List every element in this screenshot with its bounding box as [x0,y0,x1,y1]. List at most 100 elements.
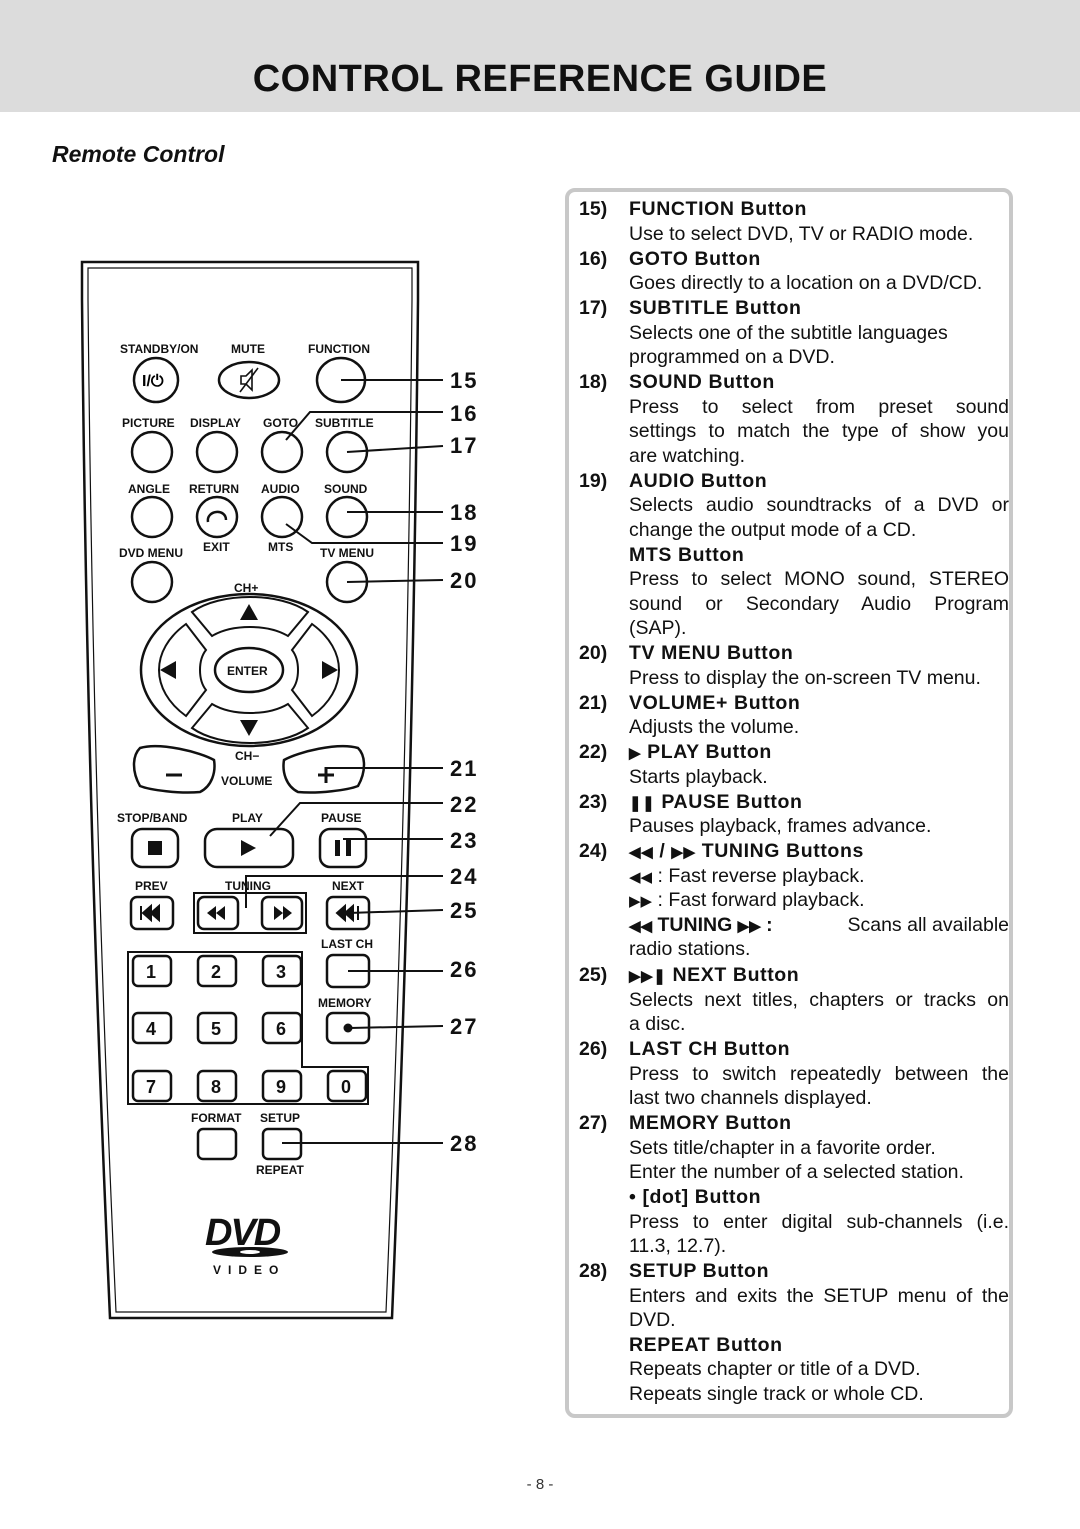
mts-text-2: sound or Secondary Audio Program [629,593,1009,615]
callout-19: 19 [450,531,478,556]
repeat-heading: REPEAT Button [629,1334,783,1356]
display-label: DISPLAY [190,416,241,430]
audio-button [260,495,304,539]
rewind-icon [207,906,225,920]
entry-15-heading: FUNCTION Button [629,198,807,220]
stop-band-label: STOP/BAND [117,811,188,825]
setup-label: SETUP [260,1111,300,1125]
angle-button [130,495,174,539]
enter-button [213,646,285,694]
digit-6-button [261,1011,303,1045]
tuning-label: TUNING [225,879,271,893]
sound-button [325,495,369,539]
standby-button [132,356,180,404]
entry-27-text-1: Sets title/chapter in a favorite order. [629,1137,936,1159]
entry-21-number: 21) [579,692,608,714]
digit-9-button [261,1069,303,1103]
entry-26-text-1: Press to switch repeatedly between the [629,1063,1009,1085]
digit-9: 9 [276,1077,286,1097]
callout-17: 17 [450,433,478,458]
angle-label: ANGLE [128,482,170,496]
function-label: FUNCTION [308,342,370,356]
nav-left-button [158,622,208,718]
entry-16-number: 16) [579,248,608,270]
entry-22-text: Starts playback. [629,766,768,788]
entry-19-text-1: Selects audio soundtracks of a DVD or [629,494,1009,516]
callout-22: 22 [450,792,478,817]
entry-24-tuning-heading: ◀◀ TUNING ▶▶ : [629,914,773,937]
digit-3-button [261,954,303,988]
digit-1-button [131,954,173,988]
entry-26-number: 26) [579,1038,608,1060]
mts-label: MTS [268,540,293,554]
svg-text:VIDEO: VIDEO [213,1263,285,1277]
prev-label: PREV [135,879,168,893]
digit-5-button [196,1011,238,1045]
down-arrow-icon [240,720,258,736]
digit-7: 7 [146,1077,156,1097]
dvd-video-logo: DVD VIDEO [205,1212,288,1277]
last-ch-label: LAST CH [321,937,373,951]
volume-label: VOLUME [221,774,272,788]
stop-icon [148,841,162,855]
entry-28-heading: SETUP Button [629,1260,770,1282]
entry-24-separator: / [659,840,666,862]
entry-24-line-2: ▶▶ : Fast forward playback. [629,889,1009,912]
dvd-menu-button [130,560,174,604]
entry-24-number: 24) [579,840,608,862]
svg-text:DVD: DVD [205,1212,281,1254]
dot-text-1: Press to enter digital sub-channels (i.e… [629,1211,1009,1233]
callout-20: 20 [450,568,478,593]
digit-4-button [131,1011,173,1045]
entry-24-text-2: : Fast forward playback. [657,889,865,911]
callout-21: 21 [450,756,478,781]
ch-minus-label: CH− [235,749,259,763]
digit-3: 3 [276,962,286,982]
entry-25-text-1: Selects next titles, chapters or tracks … [629,989,1009,1011]
entry-24-text-3: Scans all available [847,914,1009,936]
format-button [196,1127,238,1161]
entry-17-number: 17) [579,297,608,319]
entry-23-heading: PAUSE Button [661,791,803,813]
next-track-icon: ▶▶❚ [629,968,667,985]
entry-24-heading-row: ◀◀ / ▶▶ TUNING Buttons [629,840,864,863]
dot-icon [343,1023,353,1033]
return-icon [206,510,228,523]
digit-2: 2 [211,962,221,982]
pause-icon [335,840,351,856]
entry-25-heading: NEXT Button [672,964,800,986]
remote-control-illustration: STANDBY/ON MUTE FUNCTION I/⏻ PICTURE DIS… [80,260,478,1320]
dot-text-2: 11.3, 12.7). [629,1235,727,1257]
nav-right-button [290,622,340,718]
memory-label: MEMORY [318,996,372,1010]
callout-18: 18 [450,500,478,525]
tv-menu-label: TV MENU [320,546,374,560]
picture-button [130,430,174,474]
entry-24-tuning-label: TUNING [657,914,733,936]
entry-20-text: Press to display the on-screen TV menu. [629,667,981,689]
next-label: NEXT [332,879,365,893]
right-arrow-icon [322,661,338,679]
entry-28-text-2: DVD. [629,1309,676,1331]
pause-button [318,827,368,869]
display-button [195,430,239,474]
entry-27-heading: MEMORY Button [629,1112,792,1134]
mute-label: MUTE [231,342,265,356]
section-title: Remote Control [52,141,225,167]
entry-23-heading-row: ❚❚ PAUSE Button [629,791,803,814]
entry-19-heading: AUDIO Button [629,470,768,492]
entry-25-number: 25) [579,964,608,986]
repeat-text-2: Repeats single track or whole CD. [629,1383,924,1405]
dot-heading: • [dot] Button [629,1186,762,1208]
digit-6: 6 [276,1019,286,1039]
callout-25: 25 [450,898,478,923]
entry-16-heading: GOTO Button [629,248,761,270]
entry-19-text-2: change the output mode of a CD. [629,519,917,541]
entry-22-heading: PLAY Button [647,741,772,763]
pause-icon: ❚❚ [629,795,656,812]
forward-icon [274,906,292,920]
entry-20-heading: TV MENU Button [629,642,794,664]
entry-24-heading: TUNING Buttons [701,840,864,862]
volume-minus-button [132,744,216,794]
power-icon: I/⏻ [142,373,164,390]
